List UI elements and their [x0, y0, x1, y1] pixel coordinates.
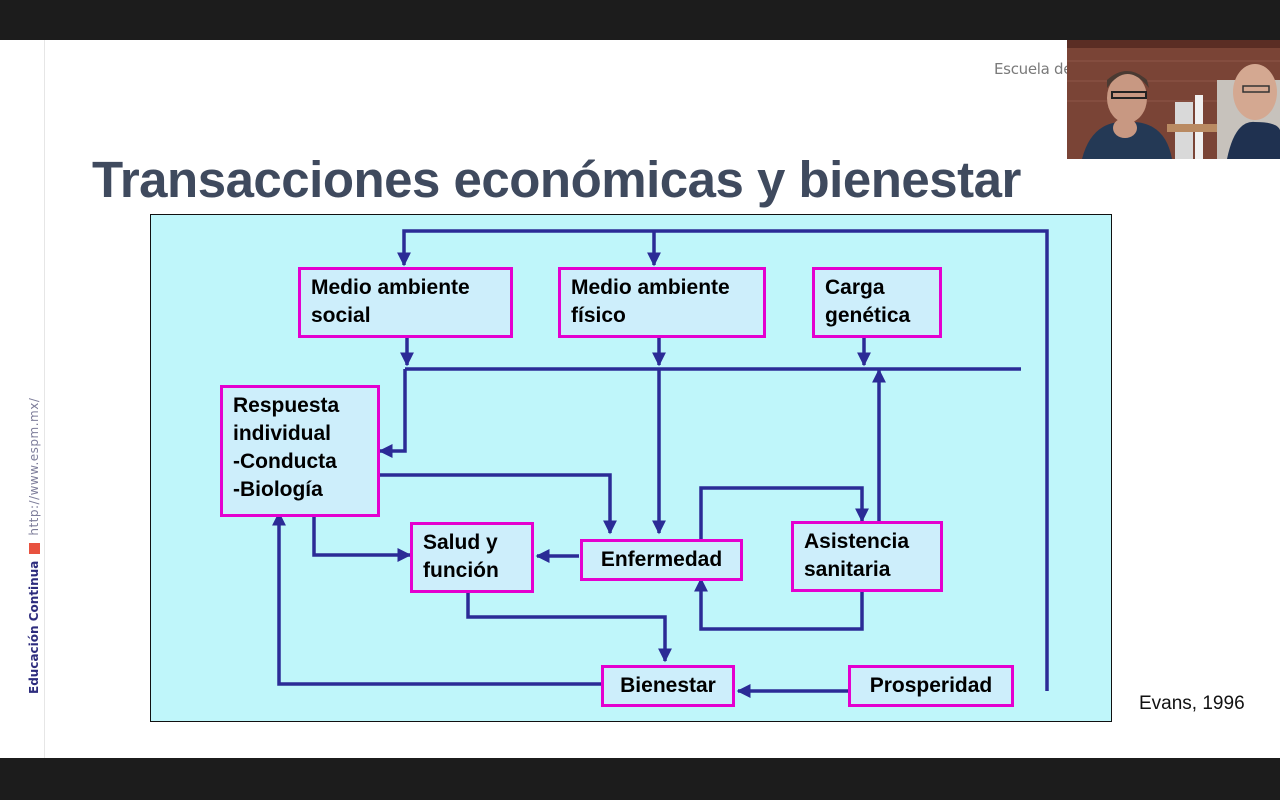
arrow-enfermedad-asistencia	[699, 486, 869, 539]
header-org: Escuela de S	[994, 60, 1086, 78]
webcam-video	[1067, 40, 1280, 159]
node-prosperidad: Prosperidad	[848, 665, 1014, 707]
node-salud-y-funcion: Salud y función	[410, 522, 534, 593]
node-medio-ambiente-social: Medio ambiente social	[298, 267, 513, 338]
node-enfermedad: Enfermedad	[580, 539, 743, 581]
arrow-respuesta-enfermedad	[379, 473, 617, 535]
webcam-video-icon	[1067, 40, 1280, 159]
sidebar-square-icon	[28, 542, 40, 554]
node-carga-genetica: Carga genética	[812, 267, 942, 338]
bottom-letterbox	[0, 758, 1280, 800]
sidebar-brand: Educación Continua	[27, 560, 41, 694]
arrow-asistencia-enfermedad	[694, 577, 864, 631]
arrow-prosperidad-social	[397, 229, 1049, 691]
node-respuesta-individual: Respuesta individual -Conducta -Biología	[220, 385, 380, 517]
slide: Educación Continua http://www.espm.mx/ E…	[0, 40, 1280, 758]
sidebar-divider	[44, 40, 45, 758]
arrow-to-respuesta	[378, 369, 407, 458]
top-letterbox	[0, 0, 1280, 40]
node-bienestar: Bienestar	[601, 665, 735, 707]
sidebar-url: http://www.espm.mx/	[27, 397, 41, 536]
diagram-connectors	[272, 229, 1049, 698]
node-asistencia-sanitaria: Asistencia sanitaria	[791, 521, 943, 592]
citation: Evans, 1996	[1139, 693, 1245, 714]
arrow-respuesta-salud	[312, 511, 412, 562]
diagram-panel: Medio ambiente social Medio ambiente fís…	[150, 214, 1112, 722]
sidebar-label: Educación Continua http://www.espm.mx/	[27, 398, 41, 694]
arrow-salud-bienestar	[466, 591, 672, 663]
arrow-bienestar-respuesta	[272, 511, 601, 686]
node-medio-ambiente-fisico: Medio ambiente físico	[558, 267, 766, 338]
page-title: Transacciones económicas y bienestar	[92, 151, 1021, 208]
